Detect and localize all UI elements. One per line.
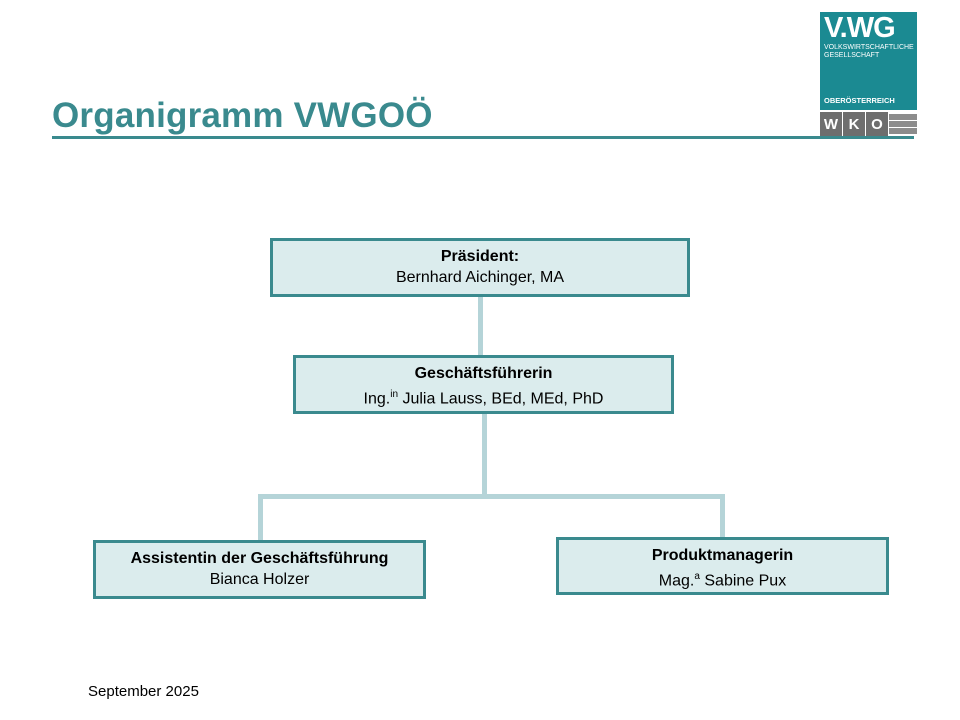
- org-box-managing-director: Geschäftsführerin Ing.in Julia Lauss, BE…: [293, 355, 674, 414]
- president-role: Präsident:: [440, 248, 520, 265]
- logo-brand: V.WG: [824, 12, 896, 44]
- org-box-product-manager: Produktmanagerin Mag.a Sabine Pux: [556, 537, 889, 595]
- president-name: Bernhard Aichinger, MA: [395, 269, 565, 286]
- connector-director-down: [482, 413, 487, 497]
- vwg-logo: V.WG VOLKSWIRTSCHAFTLICHE GESELLSCHAFT O…: [820, 12, 917, 136]
- wko-letter-w: W: [820, 112, 842, 136]
- director-role: Geschäftsführerin: [414, 365, 553, 382]
- org-box-president: Präsident: Bernhard Aichinger, MA: [270, 238, 690, 297]
- logo-region: OBERÖSTERREICH: [824, 96, 895, 105]
- logo-subtitle-line1: VOLKSWIRTSCHAFTLICHE: [824, 44, 914, 51]
- footer-date: September 2025: [88, 683, 199, 700]
- connector-to-assistant: [258, 494, 263, 542]
- product-manager-role: Produktmanagerin: [651, 547, 794, 564]
- title-underline: [52, 136, 914, 139]
- assistant-name: Bianca Holzer: [209, 571, 310, 588]
- logo-subtitle: VOLKSWIRTSCHAFTLICHE GESELLSCHAFT: [824, 44, 914, 60]
- wko-bars: [889, 112, 917, 136]
- connector-to-product-manager: [720, 494, 725, 538]
- connector-horizontal: [258, 494, 725, 499]
- logo-subtitle-line2: GESELLSCHAFT: [824, 52, 880, 59]
- org-box-assistant: Assistentin der Geschäftsführung Bianca …: [93, 540, 426, 599]
- product-manager-name: Mag.a Sabine Pux: [658, 571, 787, 590]
- assistant-role: Assistentin der Geschäftsführung: [130, 550, 389, 567]
- page-title: Organigramm VWGOÖ: [52, 96, 433, 135]
- vwg-logo-block: V.WG VOLKSWIRTSCHAFTLICHE GESELLSCHAFT O…: [820, 12, 917, 110]
- director-name: Ing.in Julia Lauss, BEd, MEd, PhD: [363, 389, 604, 408]
- connector-president-to-director: [478, 296, 483, 356]
- wko-letter-k: K: [843, 112, 865, 136]
- wko-logo: W K O: [820, 112, 917, 136]
- wko-letter-o: O: [866, 112, 888, 136]
